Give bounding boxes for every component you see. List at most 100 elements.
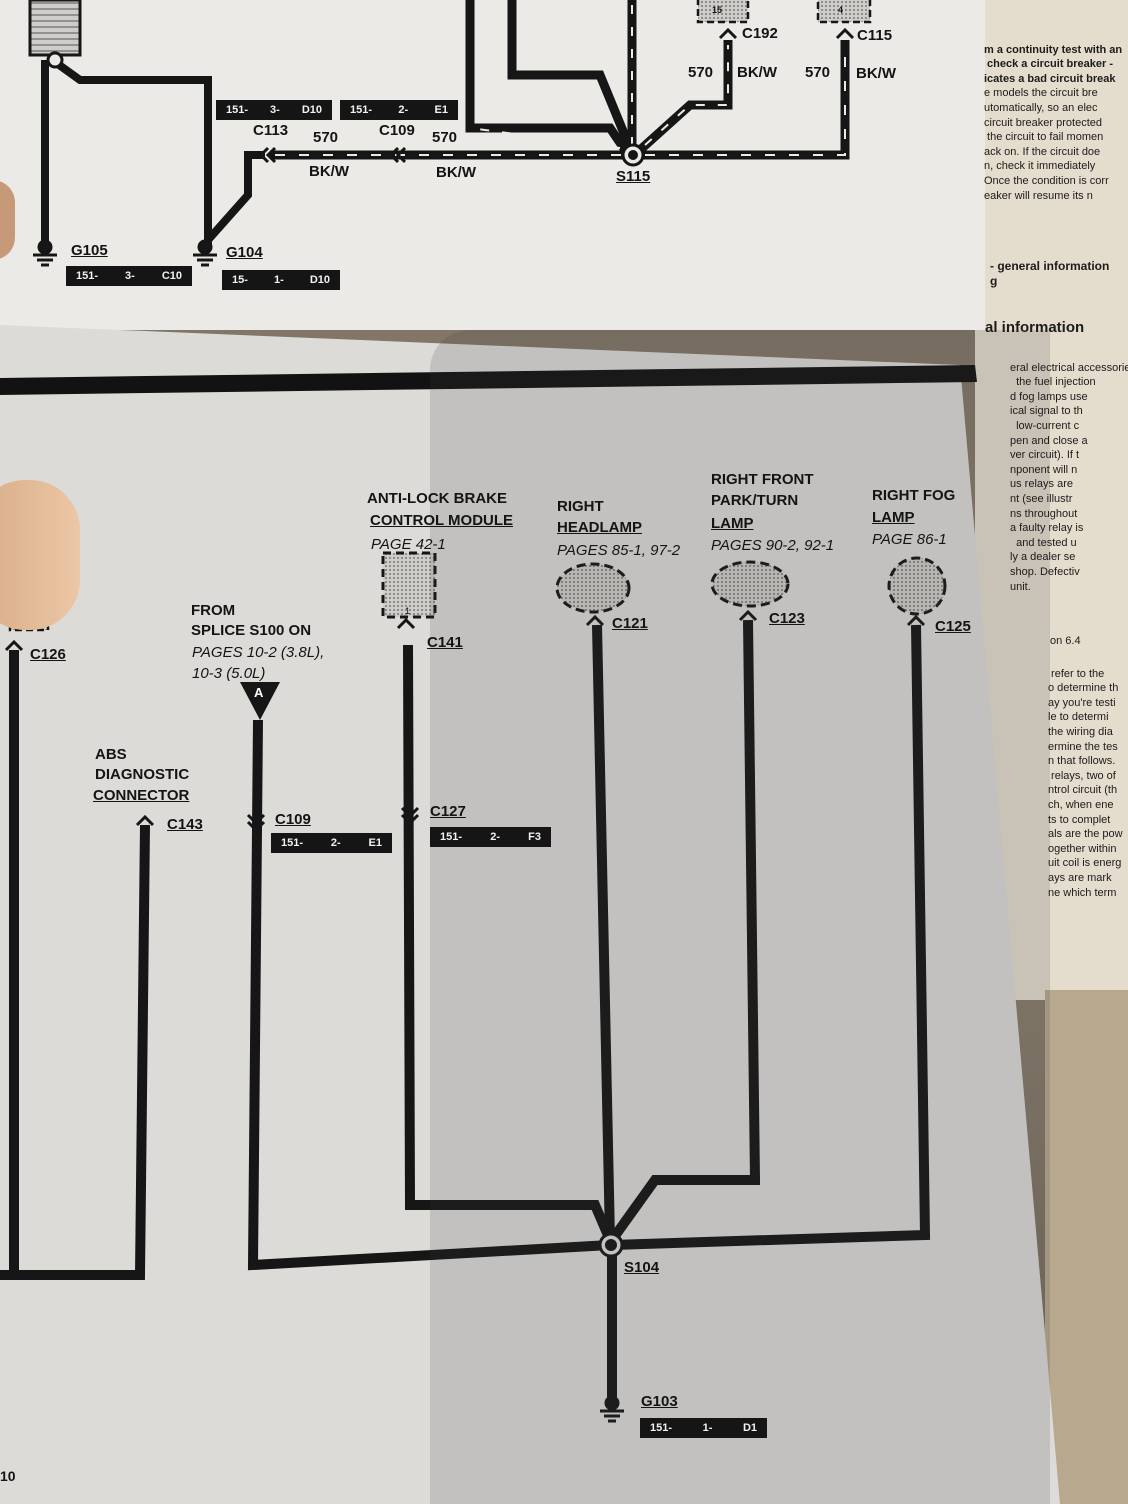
thumb [0,480,80,630]
wire-stripe [644,45,729,146]
c123-label: C123 [769,610,805,627]
wire-s115-up-left-b [507,0,635,150]
c192-connector-icon [718,27,738,40]
wire-c109 [247,719,611,1271]
c192-label: C192 [742,25,778,42]
s115-splice-dot [628,150,638,160]
wire-stripe [645,45,846,156]
wire-c143 [0,824,150,1280]
top-wiring [28,0,872,245]
main-page [0,325,1060,1504]
from-splice-label: FROM [191,602,236,619]
fog-lamp-label: RIGHT FOG [872,487,956,504]
right-page-heading: al information [985,319,1085,336]
c109-connector-icon [388,146,400,164]
right-park-turn-lamp-component [710,560,790,608]
splice-a-label: A [254,685,264,700]
park-turn-label: PARK/TURN [711,492,799,509]
wire-color: BK/W [436,164,476,181]
wire-number: 570 [313,129,339,146]
ref-tag: 151-3-D10 [216,100,332,120]
wire-color: BK/W [309,163,349,180]
g103-ground-icon [600,1395,624,1423]
c126-label: C126 [30,646,66,663]
wire-stripe [469,127,621,149]
c143-label: C143 [167,816,203,833]
wire-color: BK/W [856,65,896,82]
s104-splice-dot [605,1239,617,1251]
right-headlamp-component [555,562,631,614]
from-splice-pages: 10-3 (5.0L) [192,665,266,682]
right-page-edge [1045,990,1128,1504]
c141-label: C141 [427,634,463,651]
c125-connector-icon [906,614,926,627]
c192-pin-label: 15 [712,5,723,15]
c192-component [696,0,750,24]
c109-connector-icon [246,820,266,833]
ref-tag: 151-2-E1 [340,100,458,120]
main-wiring [0,619,931,1400]
c109-label: C109 [275,811,311,828]
abs-diag-label: ABS [95,746,127,763]
from-splice-label: SPLICE S100 ON [191,622,312,639]
g104-ground-icon [193,239,217,267]
abs-module-page: PAGE 42-1 [371,536,446,553]
c123-connector-icon [738,609,758,622]
right-page-heading: - general information [990,259,1110,273]
top-component-box [28,0,82,57]
c121-connector-icon [585,614,605,627]
abs-diag-label: CONNECTOR [93,787,190,804]
ref-tag: 151-2-E1 [271,833,392,853]
c113-connector-icon [258,146,270,164]
park-turn-label: RIGHT FRONT [711,471,814,488]
c121-label: C121 [612,615,648,632]
wire-number: 570 [805,64,831,81]
right-page-text: eral electrical accessorie the fuel inje… [1010,361,1128,593]
page-number: 10 [0,1468,16,1484]
wire-color: BK/W [737,64,777,81]
g105-label: G105 [71,242,108,259]
c115-connector-icon [835,27,855,40]
g104-label: G104 [226,244,263,261]
wire-number: 570 [432,129,458,146]
wire-to-g104 [52,58,212,245]
c127-label: C127 [430,803,466,820]
c127-connector-icon [400,813,420,826]
right-page-text: m a continuity test with an check a circ… [984,43,1123,202]
fog-lamp-label: LAMP [872,509,915,526]
headlamp-pages: PAGES 85-1, 97-2 [557,542,681,559]
abs-module-label: ANTI-LOCK BRAKE [367,490,507,507]
top-node-icon [46,51,64,69]
g103-label: G103 [641,1393,678,1410]
headlamp-label: RIGHT [557,498,604,515]
c115-component [816,0,872,24]
c109-label: C109 [379,122,415,139]
c115-label: C115 [857,27,893,44]
ref-tag: 151-2-F3 [430,827,551,847]
abs-diag-label: DIAGNOSTIC [95,766,190,783]
ref-tag: 151-1-D1 [640,1418,767,1438]
from-splice-pages: PAGES 10-2 (3.8L), [192,644,325,661]
main-page-header-bar [0,365,977,395]
abs-module-pin: 1 [405,606,411,616]
c113-label: C113 [253,122,289,139]
wire-g104-c113 [205,151,265,243]
wire-s115-up-left-a [465,0,629,153]
s104-label: S104 [624,1259,660,1276]
c143-connector-icon [135,814,155,827]
wire-s115-c192 [636,40,733,154]
fog-lamp-page: PAGE 86-1 [872,531,947,548]
c109-connector-icon [395,146,407,164]
abs-module-label: CONTROL MODULE [370,512,514,529]
wire-c123 [607,619,761,1243]
right-page-section-ref: on 6.4 [1050,635,1081,647]
wire-c141 [403,644,615,1242]
thumb [0,180,15,260]
park-turn-pages: PAGES 90-2, 92-1 [711,537,835,554]
park-turn-label: LAMP [711,515,754,532]
c141-connector-icon [396,617,416,630]
c127-connector-icon [400,806,420,819]
c125-label: C125 [935,618,971,635]
